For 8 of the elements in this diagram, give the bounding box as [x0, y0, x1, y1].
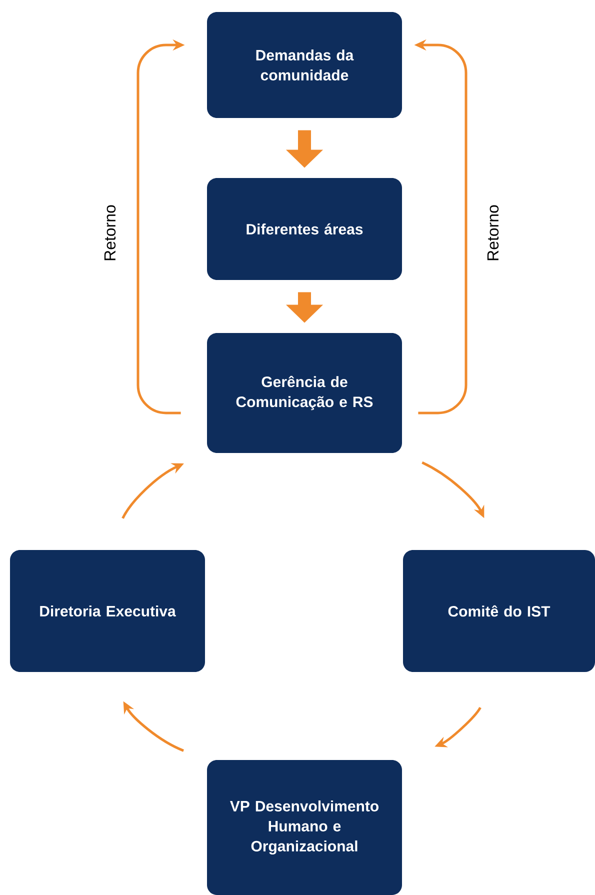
process-box: VP Desenvolvimento Humano e Organizacional: [207, 760, 402, 895]
edge-label: Retorno: [485, 202, 501, 264]
process-box: Diretoria Executiva: [10, 550, 205, 672]
edge-label: Retorno: [102, 202, 118, 264]
process-box: Demandas da comunidade: [207, 12, 402, 118]
process-box: Gerência de Comunicação e RS: [207, 333, 402, 453]
process-box: Comitê do IST: [403, 550, 595, 672]
process-box: Diferentes áreas: [207, 178, 402, 280]
